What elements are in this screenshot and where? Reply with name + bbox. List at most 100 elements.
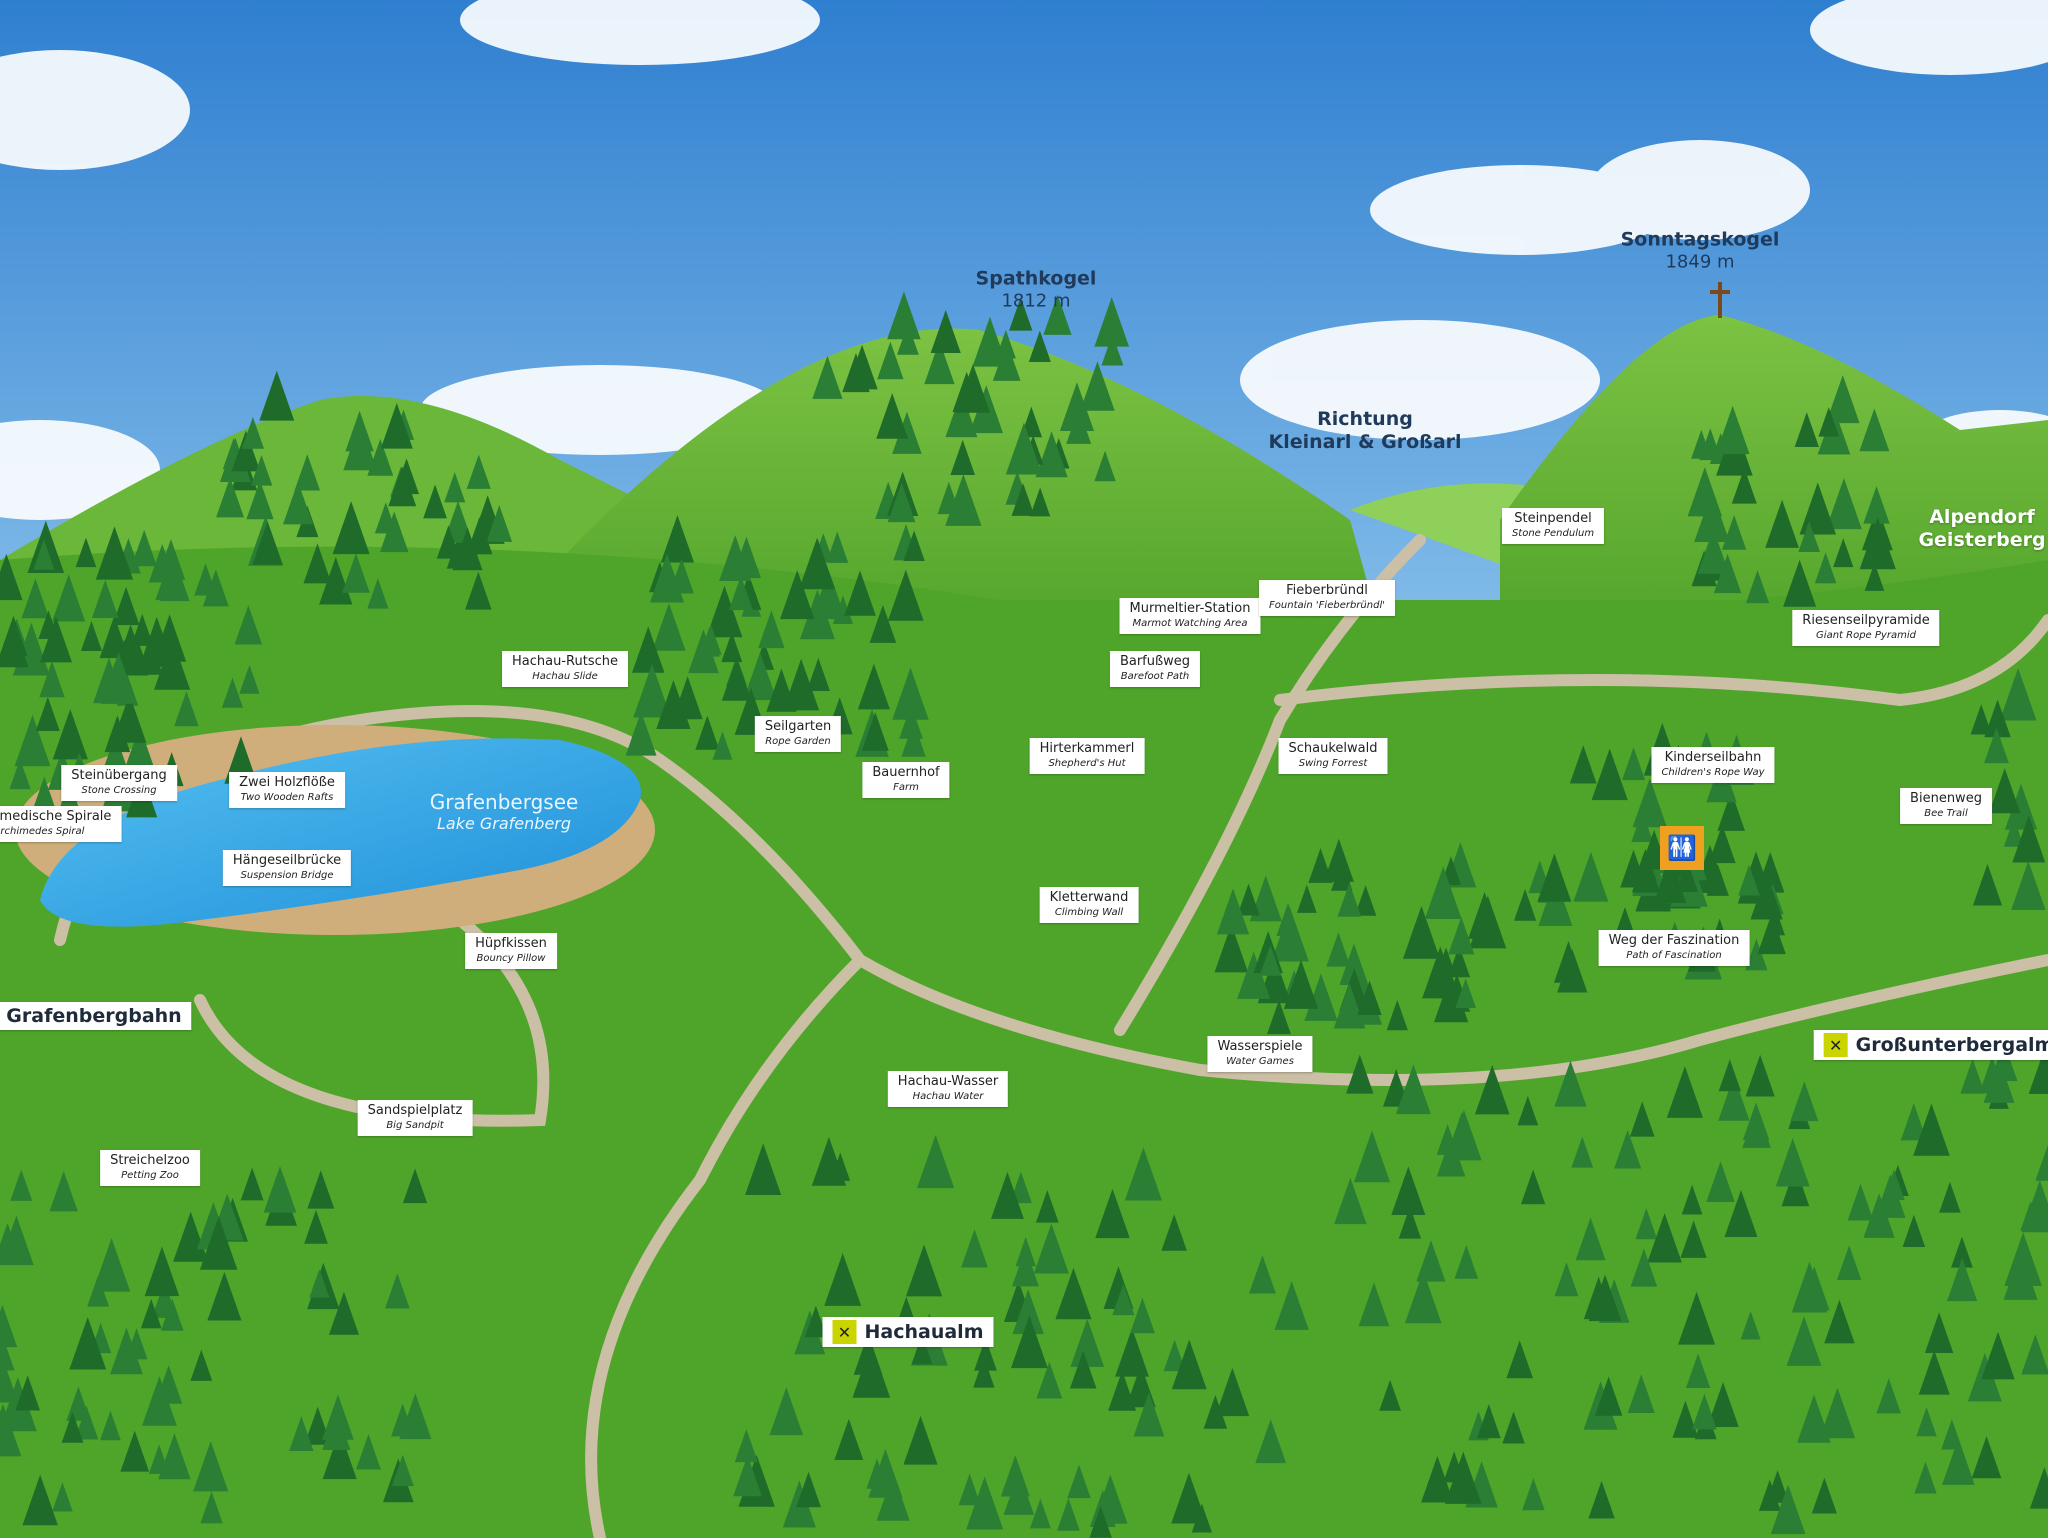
tree [1028,330,1051,363]
tree [1386,999,1408,1031]
tree [1249,1255,1276,1294]
attraction-name-de: Seilgarten [764,719,832,734]
tree [384,1273,410,1309]
tree [1960,1058,1985,1094]
tree [1267,1000,1291,1035]
tree [826,531,849,563]
tree [1863,486,1890,524]
tree [356,1434,381,1470]
tree [216,477,245,518]
tree [1502,1411,1525,1444]
fork-knife-icon: ✕ [1823,1033,1848,1057]
tree [961,1229,988,1268]
tree [892,411,922,454]
tree [110,1327,143,1375]
attraction-name-de: Murmeltier-Station [1129,601,1251,616]
tree [15,1375,41,1411]
tree [1863,1193,1895,1238]
tree [632,626,665,673]
tree [1333,983,1366,1029]
tree [1454,1244,1479,1279]
tree [952,371,981,412]
tree [1588,1480,1615,1519]
fork-knife-icon: ✕ [832,1320,857,1344]
station-grafenbergbahn[interactable]: Grafenbergbahn [0,1002,192,1030]
tree [1588,1274,1622,1322]
tree [38,610,59,640]
tree [190,1349,213,1381]
restaurant-grossunterbergalm[interactable]: ✕ Großunterbergalm [1813,1030,2048,1060]
tree [2035,1144,2048,1181]
tree [758,610,785,649]
tree [1416,1240,1446,1282]
lake-name-en: Lake Grafenberg [436,814,572,833]
tree [1745,938,1768,971]
tree [399,1393,432,1440]
tree [1699,428,1722,461]
tree [1798,521,1820,553]
tree [1620,849,1647,888]
tree [1738,864,1760,896]
tree [1337,882,1362,917]
tree [1133,1392,1165,1437]
tree [486,505,513,542]
restaurant-hachaualm[interactable]: ✕ Hachaualm [822,1317,994,1347]
tree [1757,913,1786,955]
tree [695,715,720,750]
tree [1715,405,1750,455]
tree [1171,1339,1207,1390]
alpendorf-line1: Alpendorf [1929,506,2035,528]
tree [1094,297,1130,347]
tree [1346,1054,1374,1094]
tree [1357,980,1382,1015]
tree [1056,1498,1080,1531]
alpendorf-label: Alpendorf Geisterberg [1918,506,2045,552]
tree [140,1298,162,1329]
tree [193,1441,229,1492]
tree [1398,1206,1422,1239]
tree [1924,1312,1954,1354]
tree [1724,1189,1758,1238]
peak-name: Spathkogel [975,267,1097,290]
tree [834,1418,864,1461]
tree [144,1246,180,1297]
tree [1675,860,1699,892]
tree [846,344,878,390]
tree [1455,978,1477,1009]
tree [958,1473,981,1506]
tree [0,615,28,656]
tree [856,1361,879,1394]
tree [1826,478,1862,530]
tree [945,391,978,438]
tree [812,355,843,399]
attraction-name-de: Steinübergang [71,768,167,783]
tree [1011,483,1035,516]
peak-sonntagskogel: Sonntagskogel 1849 m [1621,229,1780,274]
tree [1859,408,1890,452]
tree [1984,727,2009,764]
tree [1681,1184,1703,1215]
